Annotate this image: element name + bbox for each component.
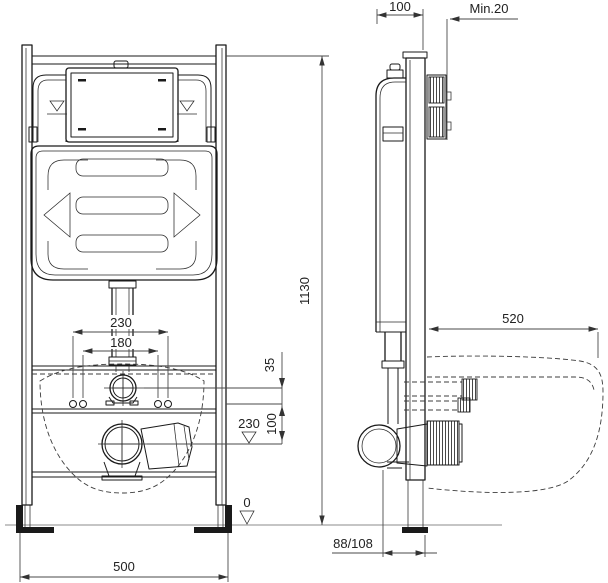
fill-valve-cap: [386, 69, 404, 79]
toilet-bowl-outline-side: [426, 355, 604, 493]
dim-supply-and-outlet-heights: 35 100: [262, 352, 285, 444]
front-view: [16, 44, 232, 533]
level-triangle-icon: [239, 510, 255, 525]
frame-rails: [32, 365, 216, 478]
bracket-clip: [28, 126, 38, 143]
wall-mount-plate: [426, 19, 452, 140]
level-mark-icon: [49, 100, 65, 112]
level-mark-outlet: 230: [238, 416, 260, 444]
dim-label-min20: Min.20: [469, 1, 508, 16]
dim-label-500: 500: [113, 559, 135, 574]
flush-pipe-profile: [381, 332, 405, 424]
bowl-connection-fittings: [404, 378, 478, 413]
level-label-230: 230: [238, 416, 260, 431]
frame-profile: [402, 51, 428, 533]
mounting-bolts: [69, 400, 172, 408]
top-crossbar: [31, 55, 217, 65]
dim-frame-width: 500: [19, 533, 229, 582]
waste-outlet-elbow: [98, 420, 193, 481]
dim-frame-depth: 100: [376, 0, 424, 50]
dim-bolt-spacing-inner: 180: [82, 335, 159, 398]
dim-outlet-offset: 88/108: [332, 470, 437, 557]
dimensions: 230 180 35 100 230 0: [19, 0, 599, 582]
frame-right-post: [215, 44, 227, 506]
panel-aperture-profile: [382, 126, 404, 142]
dim-label-100-side: 100: [389, 0, 411, 14]
tank-emboss-pattern: [43, 158, 201, 270]
level-mark-icon: [179, 100, 195, 112]
cistern-tank: [30, 145, 218, 281]
dim-label-1130: 1130: [297, 277, 312, 305]
dim-label-35: 35: [262, 358, 277, 372]
level-mark-floor: 0: [239, 495, 255, 525]
dim-label-520: 520: [502, 311, 524, 326]
dim-label-88-108: 88/108: [333, 536, 373, 551]
left-bracket: [28, 74, 67, 143]
cistern-profile: [375, 63, 406, 333]
right-bracket: [177, 74, 216, 143]
bracket-clip: [206, 126, 216, 143]
dim-frame-height: 1130: [226, 55, 329, 525]
waste-outlet-sleeve: [426, 420, 460, 466]
level-label-0: 0: [243, 495, 250, 510]
waste-elbow-profile: [357, 420, 463, 469]
left-arrowhead-icon: [43, 192, 71, 238]
frame-foot-plate: [402, 527, 428, 533]
dim-bowl-projection: 520: [429, 311, 599, 358]
right-arrowhead-icon: [173, 192, 201, 238]
level-triangle-icon: [241, 431, 257, 444]
water-supply-connection: [104, 371, 144, 406]
frame-feet: [16, 505, 232, 533]
toilet-bowl-outline-front: [39, 363, 205, 494]
dim-label-180: 180: [110, 335, 132, 350]
dim-min-wall: Min.20: [450, 1, 518, 22]
dim-label-100-front: 100: [264, 413, 279, 435]
frame-left-post: [21, 44, 33, 506]
dim-label-230-outer: 230: [110, 315, 132, 330]
side-view: [357, 19, 604, 533]
access-panel: [65, 60, 179, 143]
